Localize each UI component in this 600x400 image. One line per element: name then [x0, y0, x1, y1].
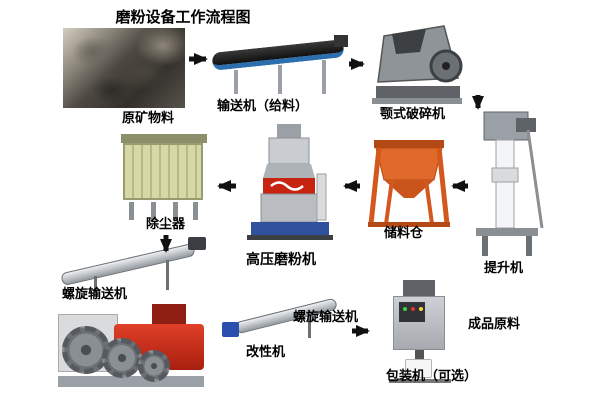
screw-conveyor-left-image [56, 234, 208, 294]
dust-collector-leg [129, 202, 134, 220]
label-screw-conveyor-bottom: 螺旋输送机 [293, 310, 359, 325]
label-modifier-machine: 改性机 [246, 345, 286, 360]
label-bucket-elevator: 提升机 [484, 261, 524, 276]
page-title: 磨粉设备工作流程图 [115, 8, 251, 26]
gear-icon [138, 350, 170, 382]
gear-icon [102, 338, 142, 378]
raw-ore-photo [63, 28, 185, 108]
screw-motor [222, 322, 239, 337]
label-jaw-crusher: 颚式破碎机 [380, 107, 446, 122]
dust-collector-rim [121, 134, 207, 143]
product-bag [405, 359, 432, 378]
conveyor-leg [234, 70, 238, 94]
label-dust-collector: 除尘器 [146, 217, 186, 232]
conveyor-drive [334, 35, 348, 47]
machine-hopper [152, 304, 186, 326]
label-grinding-mill: 高压磨粉机 [246, 252, 316, 268]
storage-silo-image [368, 140, 450, 227]
conveyor-leg [278, 65, 282, 94]
dust-collector-image [121, 132, 207, 220]
label-storage-silo: 储料仓 [384, 226, 424, 241]
screw-conveyor-bottom-image [222, 286, 344, 346]
screw-motor [188, 237, 206, 250]
dust-collector-leg [173, 202, 178, 220]
packer-spout [415, 350, 424, 359]
dust-collector-cabinet [123, 143, 203, 200]
grinding-mill-image [247, 124, 333, 240]
packer-hopper [403, 280, 435, 296]
control-panel [399, 302, 425, 322]
packing-machine-image [383, 280, 457, 386]
screw-leg [94, 276, 97, 292]
dust-collector-leg [151, 202, 156, 220]
bucket-elevator-image [476, 111, 544, 256]
dust-collector-leg [193, 202, 198, 220]
machine-base [58, 376, 204, 387]
label-screw-conveyor-left: 螺旋输送机 [62, 287, 128, 302]
panel-buttons [403, 307, 407, 311]
screw-tube [60, 242, 196, 287]
label-finished-product: 成品原料 [468, 317, 521, 332]
screw-leg [166, 260, 169, 290]
label-feeder-conveyor: 输送机（给料） [217, 99, 309, 114]
screw-leg [308, 314, 311, 338]
label-packing-machine: 包装机（可选） [386, 369, 478, 384]
belt-conveyor-image [210, 30, 348, 98]
label-raw-material: 原矿物料 [122, 111, 175, 126]
jaw-crusher-image [372, 25, 463, 104]
modifier-machine-image [56, 298, 208, 392]
conveyor-leg [322, 60, 326, 94]
packer-base [389, 379, 451, 383]
